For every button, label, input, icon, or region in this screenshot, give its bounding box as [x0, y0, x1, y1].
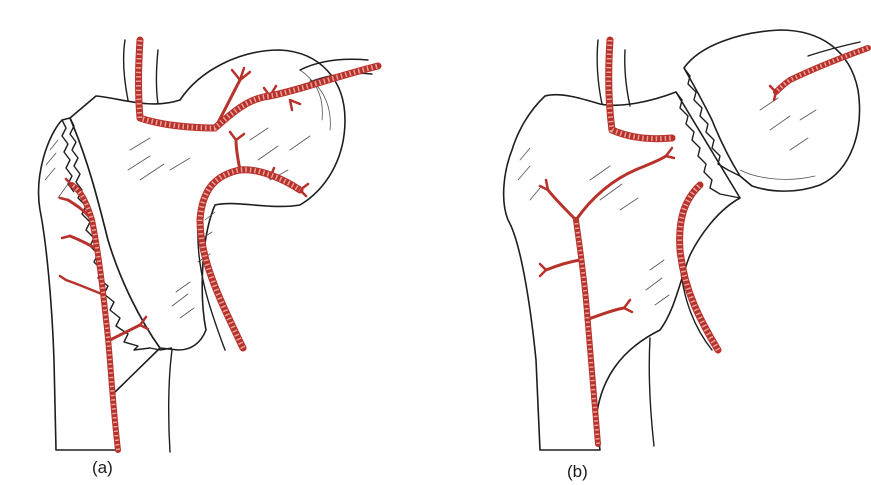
panel-b-sheath-upper-2 [625, 50, 630, 106]
panel-a-shaft-right [169, 350, 172, 452]
panel-a-sheath-upper-2 [157, 50, 159, 104]
panel-b-proximal-femur [504, 92, 740, 450]
panel-b-shaft-right [649, 338, 654, 446]
panel-b-drawing [504, 30, 868, 450]
panel-a-sheath-upper [124, 40, 128, 100]
panel-a-label: (a) [92, 458, 113, 478]
panel-b-sheath-upper [597, 40, 602, 104]
panel-b-label: (b) [567, 462, 588, 482]
panel-a-drawing [39, 40, 378, 452]
